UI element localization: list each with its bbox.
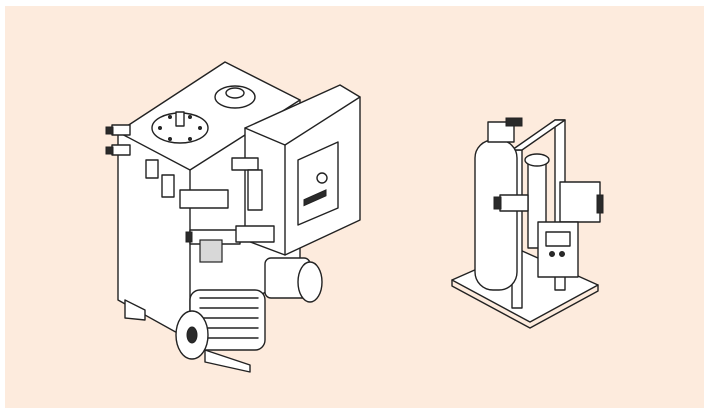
frame-top bbox=[511, 119, 566, 151]
top-cap bbox=[225, 87, 245, 99]
pressure-switch bbox=[559, 181, 601, 223]
riser-cap bbox=[524, 153, 550, 167]
tank-pump-unit-icon bbox=[105, 61, 361, 373]
side-fitting-2 bbox=[111, 144, 131, 156]
side-fitting-1 bbox=[111, 124, 131, 136]
valve-block bbox=[179, 189, 229, 209]
base-foot-left bbox=[124, 299, 146, 321]
side-valve bbox=[499, 194, 529, 212]
motor-fins bbox=[199, 297, 259, 339]
pipe-elbow-top bbox=[231, 157, 259, 171]
pump-volute bbox=[297, 261, 323, 303]
control-switch-icon bbox=[316, 172, 328, 184]
top-fitting bbox=[175, 111, 185, 127]
pipe-elbow-mid bbox=[235, 225, 275, 243]
pipe-stub-1 bbox=[145, 159, 159, 179]
unit-display bbox=[545, 231, 571, 247]
pipe-stub-2 bbox=[161, 174, 175, 198]
unit-control-box bbox=[537, 221, 579, 278]
pipe-vertical bbox=[247, 169, 263, 211]
pressure-vessel-unit-icon bbox=[451, 117, 604, 329]
pipe-manifold bbox=[199, 239, 223, 263]
vessel-top-fitting bbox=[487, 121, 515, 143]
pressure-vessel bbox=[474, 139, 518, 291]
base-foot-right bbox=[204, 349, 251, 373]
